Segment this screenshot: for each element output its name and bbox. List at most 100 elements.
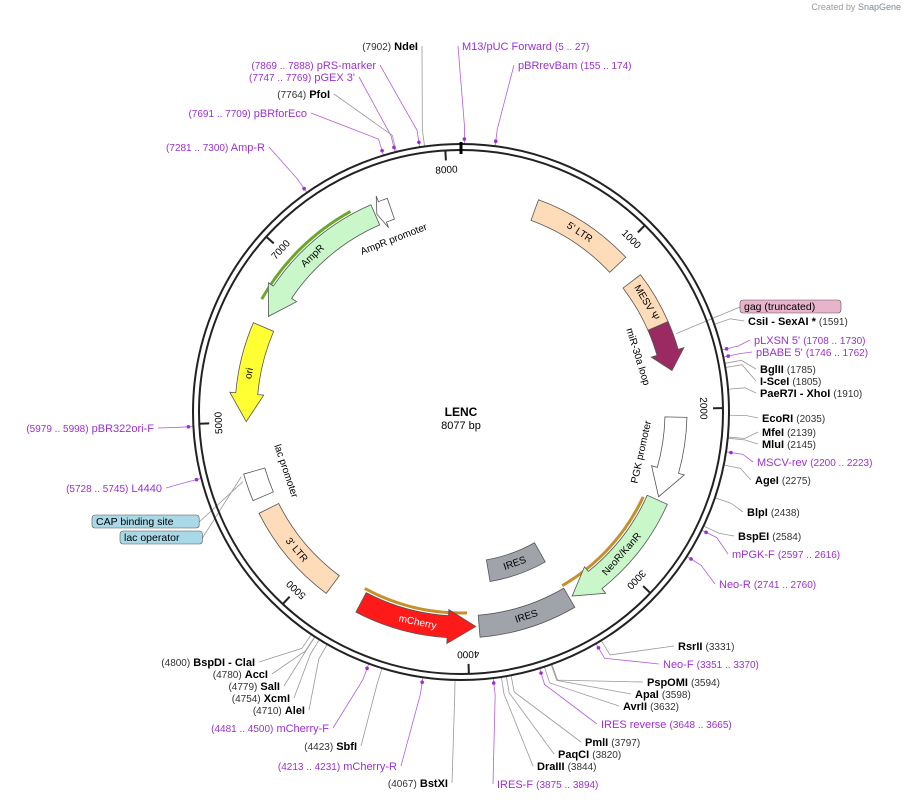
site-position: (1708 .. 1730) [803,336,865,347]
leader-line [510,675,582,743]
site-name: mCherry-F [276,723,329,735]
primer-prs-marker: (7869 .. 7888) pRS-marker [251,60,376,72]
primer-mark [380,148,384,153]
primer-mark [729,450,733,455]
site-position: (7869 .. 7888) [251,61,313,72]
site-name: Neo-F [663,659,694,671]
site-name: PmlI [585,737,608,749]
features [229,195,688,645]
site-name: DraIII [537,761,565,773]
primer-mark [704,530,708,535]
primer-mcherry-f: (4481 .. 4500) mCherry-F [211,723,329,735]
primer-mark [365,666,369,671]
site-position: (2741 .. 2760) [754,580,816,591]
site-position: (3820) [592,750,621,761]
primer-mark [392,145,396,150]
site-position: (2275) [782,476,811,487]
tick-label: 8000 [435,164,458,176]
feature-neor-kanr [571,494,668,597]
enzyme-bspei: BspEI (2584) [738,531,801,543]
feature-ampr [267,204,381,318]
feature-ori [229,322,275,423]
feature-mir-30a-loop [647,321,685,372]
leader-line [457,45,465,145]
site-position: (7902) [362,42,391,53]
feature-label-mir-30a-loop: miR-30a loop [623,327,651,387]
site-position: (2438) [771,508,800,519]
site-position: (1591) [819,317,848,328]
primer-mark [539,671,543,675]
site-name: MSCV-rev [757,457,808,469]
leader-line [500,676,534,767]
site-name: BspDI - ClaI [193,657,255,669]
enzyme-paqci: PaqCI (3820) [558,749,621,761]
site-name: MluI [762,439,784,451]
primer-mcherry-r: (4213 .. 4231) mCherry-R [278,761,397,773]
tick-mark [444,150,447,161]
site-name: I-SceI [760,376,789,388]
enzyme-pmli: PmlI (3797) [585,737,640,749]
highlight-arc [364,587,468,615]
enzyme-draiii: DraIII (3844) [537,761,596,773]
site-position: (4067) [388,779,417,790]
site-position: (5 .. 27) [555,42,589,53]
leader-line [676,306,741,334]
boxed-label-gag-truncated: gag (truncated) [744,301,815,313]
leader-line [332,663,370,729]
feature-lac-promoter [243,467,274,502]
site-name: BstXI [420,778,448,790]
primer-plxsn-5: pLXSN 5' (1708 .. 1730) [754,335,865,347]
tick-mark [265,235,275,245]
enzyme-acci: (4780) AccI [213,669,268,681]
feature-ampr-promoter [375,195,395,228]
enzyme-i-scei: I-SceI (1805) [760,376,821,388]
feature-ires [477,587,576,638]
site-position: (2035) [796,414,825,425]
leader-line [310,112,384,156]
boxed-label-cap-binding-site: CAP binding site [96,516,174,528]
leader-line [551,664,644,683]
tick-mark [637,224,646,234]
site-position: (3632) [650,702,679,713]
credit-prefix: Created by [811,2,856,12]
site-name: pLXSN 5' [754,335,800,347]
site-name: AleI [285,705,305,717]
tick-mark [282,596,291,605]
site-name: L4440 [131,483,162,495]
site-name: SalI [260,681,280,693]
leader-line [308,644,328,711]
enzyme-pspomi: PspOMI (3594) [647,677,720,689]
site-name: EcoRI [762,413,793,425]
enzyme-sbfi: (4423) SbfI [304,741,357,753]
site-name: XcmI [264,693,290,705]
primer-pbabe-5: pBABE 5' (1746 .. 1762) [756,347,868,359]
site-name: PaqCI [558,749,589,761]
site-name: AvrII [623,701,647,713]
primer-mark [689,557,693,561]
leader-line [360,667,383,747]
enzyme-mlui: MluI (2145) [762,439,816,451]
leader-line [727,437,759,445]
site-position: (1785) [787,365,816,376]
tick-label: 4000 [457,648,480,660]
enzyme-apai: ApaI (3598) [635,689,691,701]
primer-pbrforeco: (7691 .. 7709) pBRforEco [188,108,307,120]
leader-line [505,676,555,755]
primer-amp-r: (7281 .. 7300) Amp-R [166,142,265,154]
enzyme-ecori: EcoRI (2035) [762,413,825,425]
site-name: PaeR7I - XhoI [760,388,830,400]
enzyme-alei: (4710) AleI [253,705,305,717]
site-position: (3875 .. 3894) [536,780,598,791]
site-position: (2597 .. 2616) [778,550,840,561]
leader-line [703,525,735,537]
feature-mcherry [355,592,477,645]
enzyme-mfei: MfeI (2139) [762,427,816,439]
site-name: pGEX 3' [314,72,355,84]
site-name: RsrII [678,641,702,653]
primer-mscv-rev: MSCV-rev (2200 .. 2223) [757,457,872,469]
site-position: (2200 .. 2223) [810,458,872,469]
enzyme-xcmi: (4754) XcmI [232,693,290,705]
enzyme-bglii: BglII (1785) [760,364,816,376]
primer-mark [302,186,306,191]
